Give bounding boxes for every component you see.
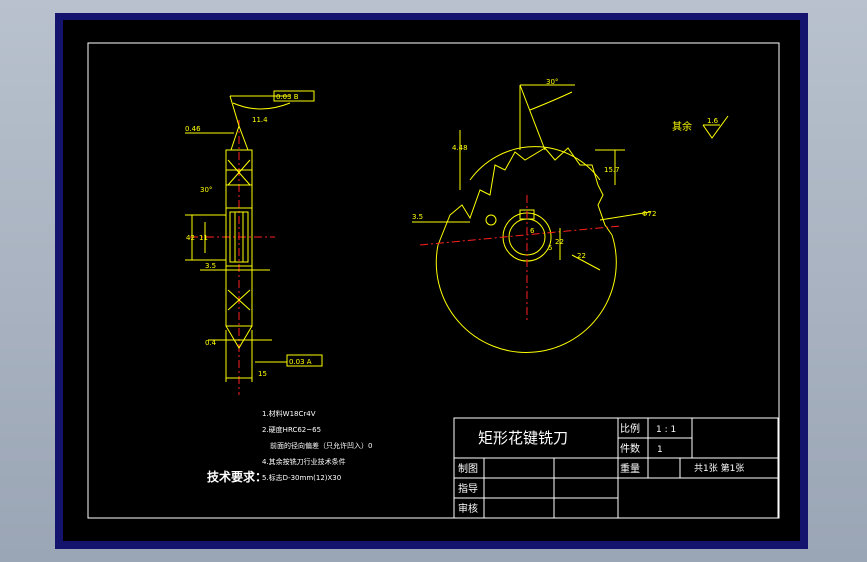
tech-req-3: 前面的径向偏差（只允许凹入）0 <box>270 441 372 450</box>
tech-req-1: 1.材料W18Cr4V <box>262 409 316 418</box>
dim-leader <box>229 95 240 127</box>
roughness-value: 1.6 <box>707 117 719 125</box>
dim-text-8: 0.03 A <box>289 358 312 366</box>
title-block: 矩形花键铣刀 比例 1 : 1 件数 1 重量 共1张 第1张 制图 指导 审核 <box>453 417 779 519</box>
lower-body <box>225 265 253 327</box>
drawn-label: 制图 <box>458 462 478 475</box>
dim-text-r2: 15.7 <box>604 166 620 174</box>
right-front-view: 30° 4.48 15.7 3.5 6 5 22 Φ72 22 <box>412 78 656 353</box>
lower-tooth-profile <box>225 325 253 349</box>
dim-text-2: 11.4 <box>252 116 268 124</box>
dim-text-0: 0.46 <box>185 125 201 133</box>
dim-text-7: 0.4 <box>205 339 217 347</box>
dim-text-r5: 5 <box>548 244 552 252</box>
left-section-view: 0.46 0.03 B 11.4 30° 42 11 3.5 0.4 0.03 … <box>185 90 323 395</box>
dim-text-6: 3.5 <box>205 262 216 270</box>
hub-bore <box>229 211 249 263</box>
review-label: 审核 <box>458 502 478 515</box>
quantity-value: 1 <box>657 445 663 455</box>
dim-text-5: 11 <box>199 234 208 242</box>
roughness-label: 其余 <box>672 120 692 133</box>
tech-req-5: 5.标志D-30mm(12)X30 <box>262 473 341 482</box>
dim-text-r4: 6 <box>530 227 535 235</box>
datum-a-symbol <box>485 214 497 226</box>
dim-text-1: 0.03 B <box>276 93 299 101</box>
drawing-canvas[interactable] <box>63 20 800 541</box>
dim-leader-4 <box>519 84 546 151</box>
tech-req-2: 2.硬度HRC62~65 <box>262 425 321 434</box>
dim-text-r7: Φ72 <box>642 210 656 218</box>
tech-req-4: 4.其余按铣刀行业技术条件 <box>262 457 346 466</box>
dim-line-15 <box>599 211 651 221</box>
dim-text-r1: 4.48 <box>452 144 468 152</box>
roughness-symbol <box>702 115 729 139</box>
dim-line-14 <box>571 254 601 271</box>
scale-value: 1 : 1 <box>656 425 676 435</box>
dim-text-r3: 3.5 <box>412 213 423 221</box>
dim-text-r8: 22 <box>577 252 586 260</box>
title-block-frame <box>453 417 779 519</box>
weight-label: 重量 <box>620 462 640 475</box>
tech-req-heading: 技术要求： <box>207 469 267 484</box>
sheet-border <box>87 42 780 519</box>
quantity-label: 件数 <box>620 442 640 455</box>
tolerance-box-a <box>286 354 323 367</box>
dim-text-9: 15 <box>258 370 267 378</box>
hub-outer-circle <box>502 212 552 262</box>
upper-hatch-2 <box>227 159 251 186</box>
tolerance-box-b <box>273 90 315 102</box>
dim-text-r0: 30° <box>546 78 558 86</box>
guide-label: 指导 <box>458 482 478 495</box>
angle-arc <box>232 102 291 110</box>
part-name: 矩形花键铣刀 <box>478 429 568 447</box>
tech-requirements: 1.材料W18Cr4V 2.硬度HRC62~65 前面的径向偏差（只允许凹入）0… <box>207 409 372 484</box>
dim-text-3: 30° <box>200 186 212 194</box>
angle-arc-2 <box>529 91 573 111</box>
sheet-count: 共1张 第1张 <box>694 462 744 474</box>
lower-hatch-2 <box>227 289 251 311</box>
outer-circle <box>435 234 617 353</box>
roughness-note: 其余 1.6 <box>672 115 729 139</box>
inner-tooth-arc <box>469 146 601 181</box>
dim-text-r6: 22 <box>555 238 564 246</box>
dim-text-4: 42 <box>186 234 195 242</box>
scale-label: 比例 <box>620 422 640 435</box>
right-horizontal-centerline <box>419 225 621 246</box>
tooth-profile <box>437 147 613 246</box>
